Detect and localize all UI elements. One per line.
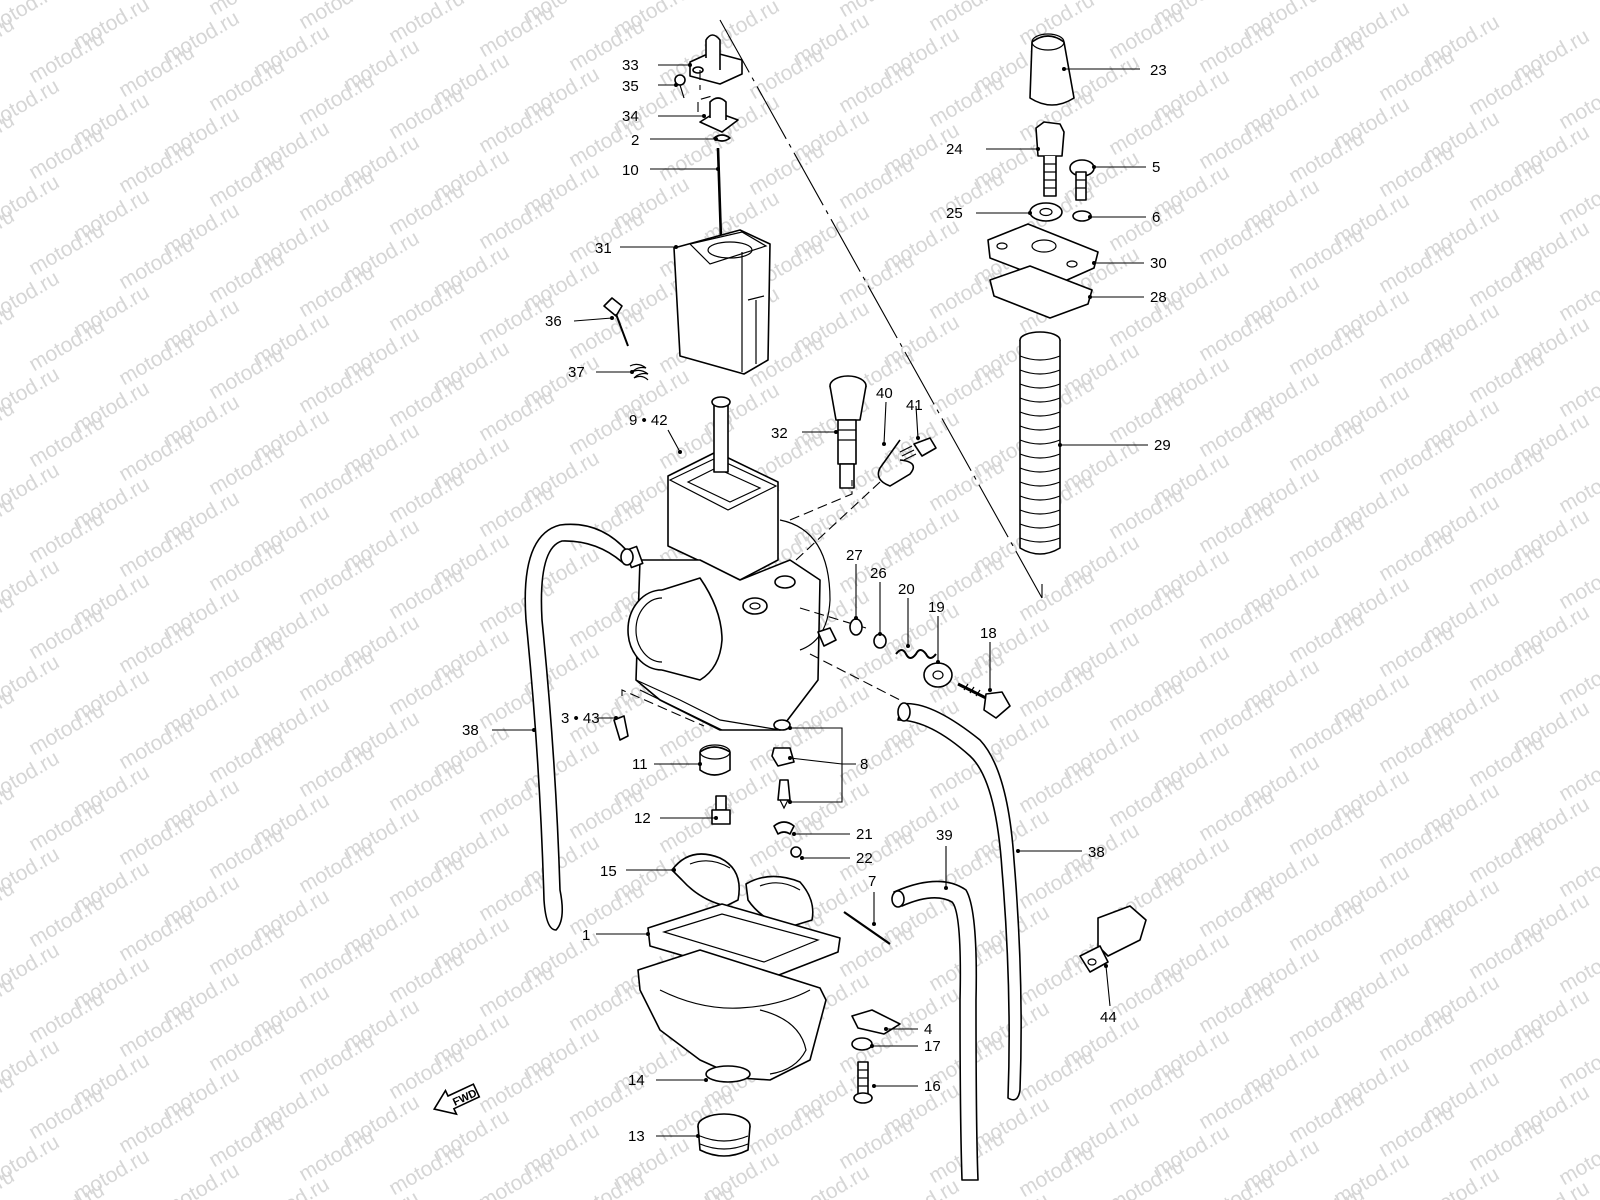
vent-hose-right <box>897 702 1022 1101</box>
retainer-part-21 <box>773 821 795 835</box>
screw-part-5 <box>1069 159 1095 201</box>
callout-11: 11 <box>632 756 648 773</box>
float-valve-part <box>771 719 795 810</box>
callout-19: 19 <box>928 599 945 616</box>
carburetor-body <box>624 396 837 731</box>
fwd-label: FWD <box>451 1087 479 1108</box>
vent-hose-left <box>524 523 634 931</box>
callout-20: 20 <box>898 581 915 598</box>
o-ring-part-26 <box>873 633 887 649</box>
mixing-chamber-top-part <box>987 223 1099 285</box>
callout-4: 4 <box>924 1021 932 1038</box>
callout-21: 21 <box>856 826 873 843</box>
drain-plug-part <box>697 1113 751 1157</box>
gasket-part-28 <box>989 265 1093 319</box>
callout-40: 40 <box>876 385 893 402</box>
callout-leaders <box>492 63 1148 1138</box>
callout-38-right: 38 <box>1088 844 1105 861</box>
top-cap-part <box>689 34 743 85</box>
washer-part-17 <box>851 1037 873 1051</box>
section-divider-line <box>719 19 1043 599</box>
cable-adjuster-part <box>697 95 739 133</box>
callout-38-left: 38 <box>462 722 479 739</box>
callout-31: 31 <box>595 240 612 257</box>
callout-34: 34 <box>622 108 639 125</box>
overflow-hose <box>891 880 979 1181</box>
o-ring-part-27 <box>849 618 863 636</box>
callout-6: 6 <box>1152 209 1160 226</box>
assembly-dashed-line <box>799 607 867 629</box>
assembly-dashed-line <box>789 480 853 521</box>
callout-13: 13 <box>628 1128 645 1145</box>
assembly-dashed-line <box>621 689 705 727</box>
callout-16: 16 <box>924 1078 941 1095</box>
assembly-dashed-line <box>809 653 901 701</box>
o-ring-part-14 <box>705 1065 751 1083</box>
float-bowl-part <box>637 903 841 1081</box>
callout-17: 17 <box>924 1038 941 1055</box>
callout-10: 10 <box>622 162 639 179</box>
callout-1: 1 <box>582 927 590 944</box>
callout-33: 33 <box>622 57 639 74</box>
assembly-dashed-line <box>795 481 881 561</box>
callout-2: 2 <box>631 132 639 149</box>
callout-12: 12 <box>634 810 651 827</box>
callout-5: 5 <box>1152 159 1160 176</box>
callout-26: 26 <box>870 565 887 582</box>
screw-part-35 <box>674 74 686 99</box>
callout-9-42: 9 • 42 <box>629 412 668 429</box>
nut-part <box>1029 202 1063 222</box>
screw-part-16 <box>853 1061 873 1104</box>
callout-27: 27 <box>846 547 863 564</box>
bolt-part-41 <box>899 437 937 461</box>
float-pin-part <box>843 911 891 945</box>
callout-32: 32 <box>771 425 788 442</box>
cable-cap-part <box>1029 33 1075 106</box>
callout-36: 36 <box>545 313 562 330</box>
rubber-boot-part <box>1019 331 1061 555</box>
screw-part-22 <box>790 846 802 858</box>
spring-part-37 <box>629 363 649 381</box>
callout-3-43: 3 • 43 <box>561 710 600 727</box>
clip-part <box>713 134 731 142</box>
callout-labels: 33 35 34 2 10 31 36 37 9 • 42 32 40 41 2… <box>462 57 1171 1145</box>
hose-clamp-part <box>1079 905 1147 973</box>
forward-arrow-icon: FWD <box>432 1083 481 1116</box>
bracket-part-4 <box>851 1009 901 1035</box>
callout-15: 15 <box>600 863 617 880</box>
callout-41: 41 <box>906 397 923 414</box>
clip-part-40 <box>877 439 915 487</box>
callout-37: 37 <box>568 364 585 381</box>
washer-part-19 <box>923 662 953 688</box>
air-screw-part <box>603 297 629 347</box>
callout-29: 29 <box>1154 437 1171 454</box>
callout-44: 44 <box>1100 1009 1117 1026</box>
callout-23: 23 <box>1150 62 1167 79</box>
idle-screw-part <box>957 682 1011 719</box>
callout-14: 14 <box>628 1072 645 1089</box>
callout-25: 25 <box>946 205 963 222</box>
callout-35: 35 <box>622 78 639 95</box>
callout-7: 7 <box>868 873 876 890</box>
pilot-jet-part <box>613 715 629 741</box>
callout-30: 30 <box>1150 255 1167 272</box>
adjuster-part <box>1035 121 1065 197</box>
throttle-valve-part <box>673 229 771 375</box>
callout-28: 28 <box>1150 289 1167 306</box>
main-jet-part-12 <box>711 795 731 825</box>
callout-39: 39 <box>936 827 953 844</box>
callout-22: 22 <box>856 850 873 867</box>
spring-part-20 <box>895 649 937 659</box>
needle-jet-part-11 <box>699 744 731 776</box>
starter-plunger-part <box>829 375 867 489</box>
callout-24: 24 <box>946 141 963 158</box>
callout-8: 8 <box>860 756 868 773</box>
callout-18: 18 <box>980 625 997 642</box>
